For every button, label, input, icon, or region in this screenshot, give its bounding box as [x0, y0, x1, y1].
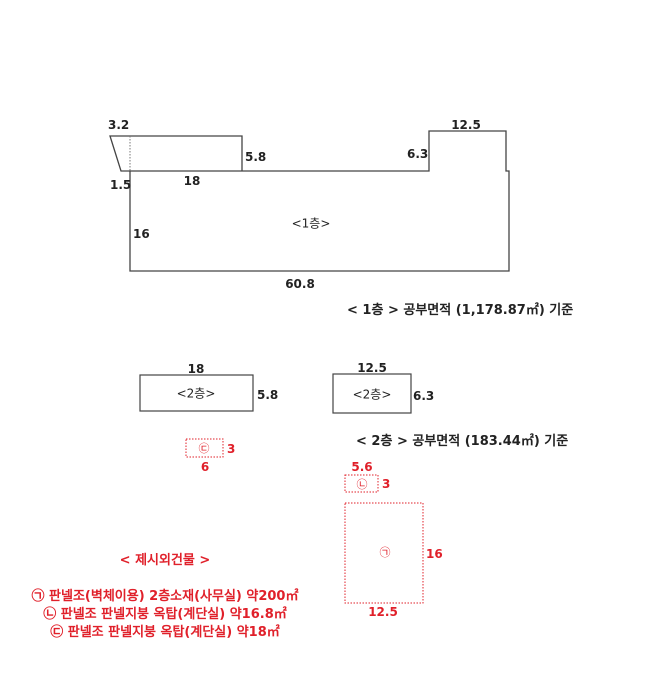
annex-a-height: 16	[426, 547, 443, 561]
floor2-left-box	[139, 374, 254, 412]
floor2-caption: < 2층 > 공부면적 (183.44㎡) 기준	[356, 434, 569, 449]
annex-c-box	[185, 438, 224, 458]
annex-a-width: 12.5	[368, 605, 398, 619]
floor2-right-width: 12.5	[357, 361, 387, 375]
floor1-trapezoid	[109, 135, 130, 172]
legend-item-a: ㉠ 판넬조(벽체이용) 2층소재(사무실) 약200㎡	[31, 589, 299, 604]
dim-left-height: 16	[133, 227, 150, 241]
floor2-left-room-label: <2층>	[176, 386, 216, 401]
dim-right-step-height: 6.3	[407, 147, 429, 161]
floor1-annex-box	[130, 135, 243, 171]
floor2-left-width: 18	[187, 362, 205, 376]
floor2-right-room-label: <2층>	[352, 387, 392, 402]
floor1-caption: < 1층 > 공부면적 (1,178.87㎡) 기준	[347, 303, 574, 318]
floor2-right-height: 6.3	[413, 389, 435, 403]
dim-bottom-width: 60.8	[285, 277, 315, 291]
annex-b-height: 3	[382, 477, 391, 491]
legend-item-c: ㉢ 판넬조 판넬지붕 옥탑(계단실) 약18㎡	[50, 625, 280, 640]
annex-a-marker: ㉠	[379, 546, 391, 559]
annex-c-width: 6	[200, 460, 210, 474]
floor2-left-height: 5.8	[257, 388, 279, 402]
annex-c-height: 3	[227, 442, 236, 456]
annex-b-width: 5.6	[351, 460, 373, 474]
dim-annex-width: 18	[183, 174, 201, 188]
floor2-right-box	[332, 373, 412, 414]
annex-a-box	[344, 502, 424, 604]
dim-annex-height: 5.8	[245, 150, 267, 164]
dim-right-step-width: 12.5	[451, 118, 481, 132]
floor1-outline	[129, 130, 510, 272]
legend-title: < 제시외건물 >	[119, 553, 211, 568]
dim-trapezoid-bottom: 1.5	[110, 178, 132, 192]
annex-b-marker: ㉡	[356, 478, 368, 491]
annex-b-box	[344, 474, 379, 493]
floor1-room-label: <1층>	[291, 216, 331, 231]
legend-item-b: ㉡ 판넬조 판넬지붕 옥탑(계단실) 약16.8㎡	[43, 607, 287, 622]
annex-c-marker: ㉢	[198, 442, 210, 455]
dim-trapezoid-top: 3.2	[108, 118, 130, 132]
